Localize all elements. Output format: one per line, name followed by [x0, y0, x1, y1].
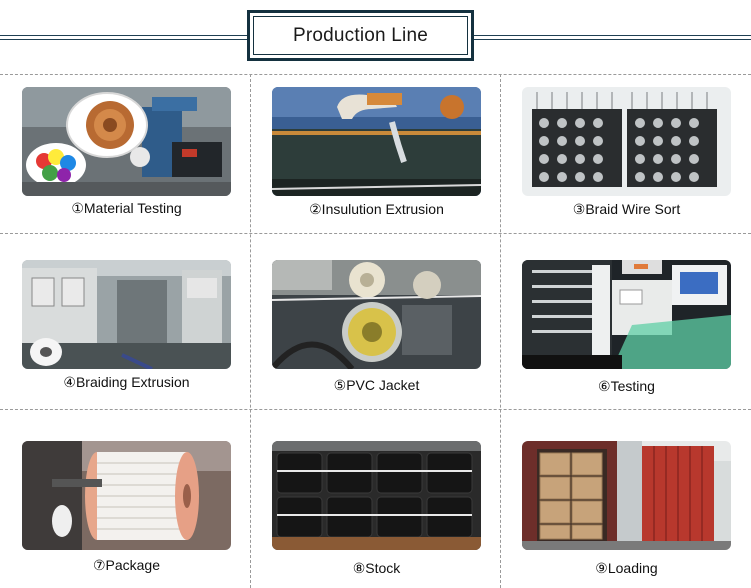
step-label-insulation-extrusion: ②Insulution Extrusion	[309, 201, 444, 217]
step-label-stock: ⑧Stock	[352, 560, 401, 576]
grid-divider-top	[0, 74, 751, 75]
header-rule-right-bottom	[474, 39, 751, 40]
photo-braid-wire-sort	[522, 87, 731, 196]
step-label-testing: ⑥Testing	[598, 378, 655, 394]
step-label-loading: ⑨Loading	[595, 560, 658, 576]
photo-package	[22, 441, 231, 550]
photo-stock	[272, 441, 481, 550]
step-label-braid-wire-sort: ③Braid Wire Sort	[572, 201, 681, 217]
header-rule-left-top	[0, 35, 247, 36]
header-rule-right-top	[474, 35, 751, 36]
step-label-package: ⑦Package	[92, 557, 161, 573]
photo-loading	[522, 441, 731, 550]
step-label-material-testing: ①Material Testing	[71, 200, 182, 216]
photo-braiding-extrusion	[22, 260, 231, 369]
grid-divider-col2	[500, 74, 501, 588]
step-label-pvc-jacket: ⑤PVC Jacket	[333, 377, 420, 393]
photo-pvc-jacket	[272, 260, 481, 369]
grid-divider-row2	[0, 409, 751, 410]
title-frame: Production Line	[247, 10, 474, 61]
page-title: Production Line	[292, 24, 429, 46]
title-inner-frame: Production Line	[253, 16, 468, 55]
step-label-braiding-extrusion: ④Braiding Extrusion	[63, 374, 190, 390]
header-rule-left-bottom	[0, 39, 247, 40]
photo-insulation-extrusion	[272, 87, 481, 196]
grid-divider-row1	[0, 233, 751, 234]
photo-material-testing	[22, 87, 231, 196]
photo-testing	[522, 260, 731, 369]
grid-divider-col1	[250, 74, 251, 588]
